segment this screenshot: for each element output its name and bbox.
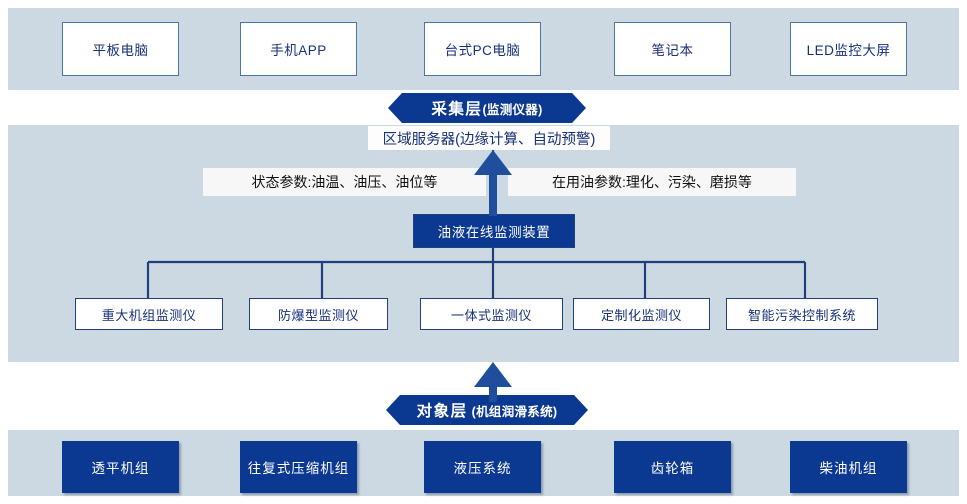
terminal-box-tablet[interactable]: 平板电脑: [62, 22, 179, 76]
collection-layer-banner: 采集层(监测仪器): [388, 93, 586, 123]
monitor-box-explosion-proof[interactable]: 防爆型监测仪: [249, 298, 388, 330]
terminal-box-laptop[interactable]: 笔记本: [614, 22, 731, 76]
terminal-box-led-screen[interactable]: LED监控大屏: [790, 22, 907, 76]
terminal-box-mobile-app[interactable]: 手机APP: [240, 22, 357, 76]
object-layer-banner: 对象层(机组润滑系统): [386, 395, 588, 425]
hexagon-shape: [388, 93, 586, 123]
monitor-box-smart-contamination-control[interactable]: 智能污染控制系统: [726, 298, 878, 330]
online-oil-monitoring-device-box[interactable]: 油液在线监测装置: [413, 214, 575, 248]
equipment-box-turbine-unit[interactable]: 透平机组: [62, 441, 179, 493]
in-use-oil-parameters-chip: 在用油参数:理化、污染、磨损等: [508, 168, 796, 196]
equipment-box-reciprocating-compressor[interactable]: 往复式压缩机组: [240, 441, 357, 493]
equipment-box-hydraulic-system[interactable]: 液压系统: [424, 441, 541, 493]
region-server-label: 区域服务器(边缘计算、自动预警): [368, 126, 610, 150]
equipment-box-gearbox[interactable]: 齿轮箱: [614, 441, 731, 493]
equipment-box-diesel-unit[interactable]: 柴油机组: [790, 441, 907, 493]
monitor-box-integrated[interactable]: 一体式监测仪: [420, 298, 563, 330]
terminal-box-desktop-pc[interactable]: 台式PC电脑: [424, 22, 541, 76]
status-parameters-chip: 状态参数:油温、油压、油位等: [203, 168, 486, 196]
monitor-box-major-unit[interactable]: 重大机组监测仪: [75, 298, 223, 330]
monitor-box-customized[interactable]: 定制化监测仪: [573, 298, 710, 330]
hexagon-shape: [386, 395, 588, 425]
